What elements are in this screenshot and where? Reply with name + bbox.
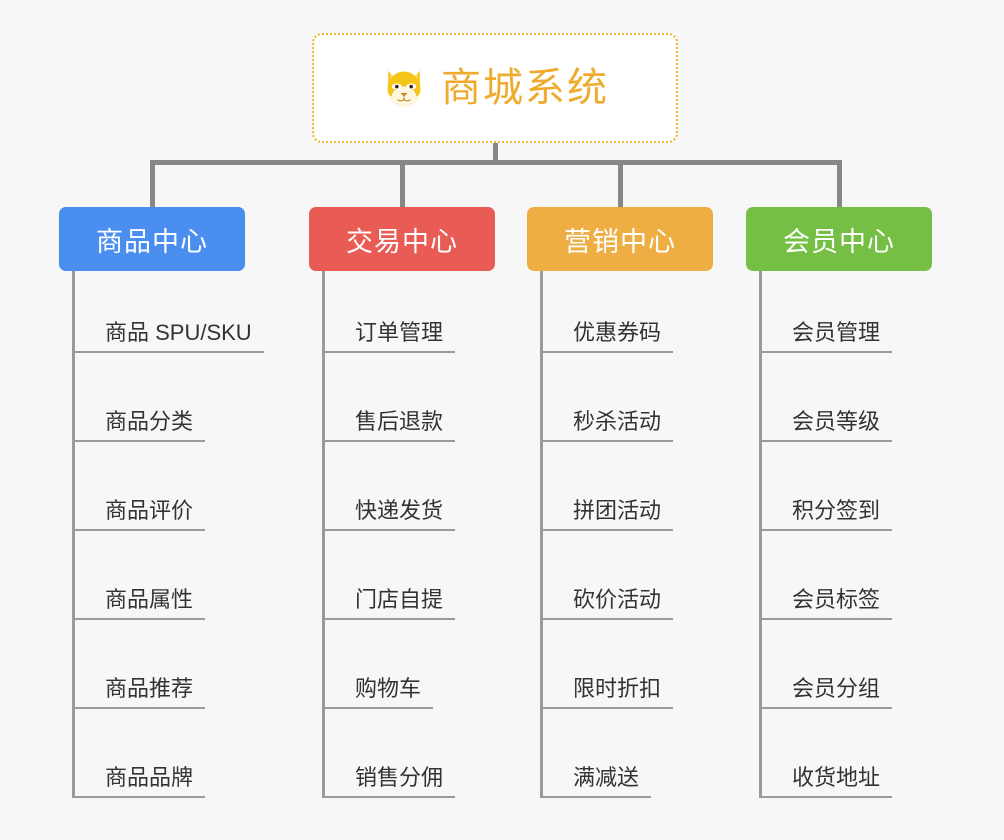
list-item-label: 商品 SPU/SKU <box>75 320 264 353</box>
list-item[interactable]: 会员标签 <box>762 531 932 620</box>
branch-header-trade-center[interactable]: 交易中心 <box>309 207 495 271</box>
list-item-label: 销售分佣 <box>325 765 456 798</box>
connector-root-stem <box>493 143 498 163</box>
list-item[interactable]: 砍价活动 <box>543 531 713 620</box>
list-item[interactable]: 积分签到 <box>762 442 932 531</box>
list-item-label: 商品分类 <box>75 409 206 442</box>
list-item[interactable]: 满减送 <box>543 709 713 798</box>
list-item[interactable]: 商品推荐 <box>75 620 245 709</box>
branch-trade-center: 交易中心 订单管理 售后退款 快递发货 门店自提 购物车 销售分佣 <box>309 207 495 798</box>
branch-items-product-center: 商品 SPU/SKU 商品分类 商品评价 商品属性 商品推荐 商品品牌 <box>72 271 264 798</box>
list-item[interactable]: 会员管理 <box>762 271 932 353</box>
list-item-label: 拼团活动 <box>543 498 674 531</box>
connector-horizontal-bus <box>150 160 842 165</box>
list-item[interactable]: 秒杀活动 <box>543 353 713 442</box>
list-item-label: 订单管理 <box>325 320 456 353</box>
list-item[interactable]: 销售分佣 <box>325 709 495 798</box>
branch-marketing-center: 营销中心 优惠券码 秒杀活动 拼团活动 砍价活动 限时折扣 满减送 <box>527 207 713 798</box>
list-item-label: 快递发货 <box>325 498 456 531</box>
connector-drop-2 <box>400 160 405 207</box>
root-title: 商城系统 <box>441 66 609 110</box>
branch-title: 交易中心 <box>346 226 458 257</box>
list-item[interactable]: 商品评价 <box>75 442 245 531</box>
branch-title: 商品中心 <box>96 226 208 257</box>
branch-header-marketing-center[interactable]: 营销中心 <box>527 207 713 271</box>
list-item-label: 会员管理 <box>762 320 893 353</box>
list-item-label: 商品推荐 <box>75 676 206 709</box>
list-item[interactable]: 商品品牌 <box>75 709 245 798</box>
branch-items-marketing-center: 优惠券码 秒杀活动 拼团活动 砍价活动 限时折扣 满减送 <box>540 271 713 798</box>
list-item[interactable]: 商品分类 <box>75 353 245 442</box>
list-item-label: 售后退款 <box>325 409 456 442</box>
branch-title: 会员中心 <box>783 226 895 257</box>
branch-header-product-center[interactable]: 商品中心 <box>59 207 245 271</box>
list-item[interactable]: 收货地址 <box>762 709 932 798</box>
root-node[interactable]: 商城系统 <box>312 33 678 143</box>
list-item[interactable]: 购物车 <box>325 620 495 709</box>
list-item-label: 收货地址 <box>762 765 893 798</box>
list-item[interactable]: 订单管理 <box>325 271 495 353</box>
connector-drop-1 <box>150 160 155 207</box>
list-item-label: 门店自提 <box>325 587 456 620</box>
connector-drop-3 <box>618 160 623 207</box>
list-item-label: 商品评价 <box>75 498 206 531</box>
branch-product-center: 商品中心 商品 SPU/SKU 商品分类 商品评价 商品属性 商品推荐 商品品牌 <box>59 207 264 798</box>
list-item[interactable]: 会员等级 <box>762 353 932 442</box>
list-item-label: 会员标签 <box>762 587 893 620</box>
list-item-label: 商品品牌 <box>75 765 206 798</box>
list-item-label: 秒杀活动 <box>543 409 674 442</box>
list-item-label: 限时折扣 <box>543 676 674 709</box>
branch-items-member-center: 会员管理 会员等级 积分签到 会员标签 会员分组 收货地址 <box>759 271 932 798</box>
list-item-label: 会员等级 <box>762 409 893 442</box>
list-item[interactable]: 快递发货 <box>325 442 495 531</box>
list-item-label: 砍价活动 <box>543 587 674 620</box>
list-item-label: 优惠券码 <box>543 320 674 353</box>
branch-title: 营销中心 <box>564 226 676 257</box>
list-item-label: 商品属性 <box>75 587 206 620</box>
branch-member-center: 会员中心 会员管理 会员等级 积分签到 会员标签 会员分组 收货地址 <box>746 207 932 798</box>
list-item-label: 购物车 <box>325 676 434 709</box>
list-item-label: 满减送 <box>543 765 652 798</box>
list-item[interactable]: 售后退款 <box>325 353 495 442</box>
connector-drop-4 <box>837 160 842 207</box>
list-item[interactable]: 限时折扣 <box>543 620 713 709</box>
branch-items-trade-center: 订单管理 售后退款 快递发货 门店自提 购物车 销售分佣 <box>322 271 495 798</box>
list-item[interactable]: 商品 SPU/SKU <box>75 271 264 353</box>
list-item[interactable]: 拼团活动 <box>543 442 713 531</box>
shiba-dog-icon <box>381 65 427 111</box>
list-item-label: 积分签到 <box>762 498 893 531</box>
list-item[interactable]: 优惠券码 <box>543 271 713 353</box>
list-item[interactable]: 商品属性 <box>75 531 245 620</box>
list-item[interactable]: 会员分组 <box>762 620 932 709</box>
list-item-label: 会员分组 <box>762 676 893 709</box>
list-item[interactable]: 门店自提 <box>325 531 495 620</box>
branch-header-member-center[interactable]: 会员中心 <box>746 207 932 271</box>
